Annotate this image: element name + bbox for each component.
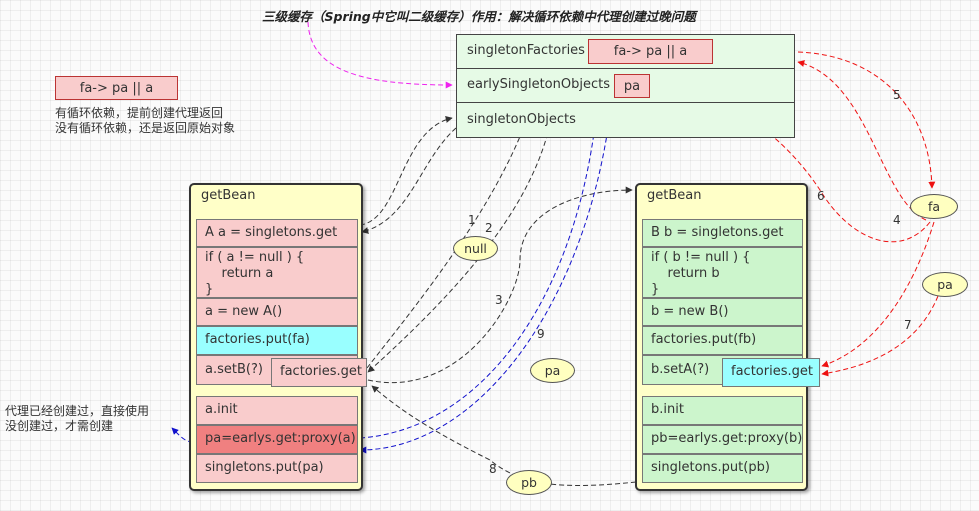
step-number-8: 8 <box>489 462 497 476</box>
ellipse-fa: fa <box>910 194 958 219</box>
bean-b-new: b = new B() <box>642 298 803 326</box>
cache-row-early-singleton-objects: earlySingletonObjects pa <box>457 69 794 103</box>
legend-line-2: 没有循环依赖，还是返回原始对象 <box>55 121 236 135</box>
ellipse-pb: pb <box>506 470 552 495</box>
legend-line-1: 有循环依赖，提前创建代理返回 <box>55 106 224 120</box>
cache-label-early-singleton-objects: earlySingletonObjects <box>467 77 610 92</box>
arrow-7 <box>821 295 939 377</box>
proxy-note-line-1: 代理已经创建过，直接使用 <box>5 404 150 418</box>
bean-b-getbean: getBean B b = singletons.get if ( b != n… <box>635 183 808 491</box>
arrow-3 <box>367 186 633 383</box>
bean-a-init: a.init <box>196 396 358 425</box>
bean-b-earlys-get-proxy: pb=earlys.get:proxy(b) <box>642 425 803 454</box>
bean-b-null-check: if ( b != null ) { return b } <box>642 247 803 298</box>
ellipse-pa-right: pa <box>922 272 968 297</box>
bean-a-singletons-put: singletons.put(pa) <box>196 454 358 483</box>
bean-b-singletons-get: B b = singletons.get <box>642 219 803 247</box>
cache-row-singleton-objects: singletonObjects <box>457 103 794 139</box>
arrow-fa-to-b-factories <box>821 221 935 368</box>
bean-a-factories-put: factories.put(fa) <box>196 326 358 355</box>
cache-label-singleton-objects: singletonObjects <box>467 112 576 127</box>
factory-tag: fa-> pa || a <box>588 39 713 64</box>
cache-label-singleton-factories: singletonFactories <box>467 43 585 58</box>
step-number-5: 5 <box>893 88 901 102</box>
page-title: 三级缓存（Spring中它叫二级缓存）作用：解决循环依赖中代理创建过晚问题 <box>262 9 696 24</box>
bean-b-title: getBean <box>647 188 702 203</box>
bean-a-new: a = new A() <box>196 298 358 326</box>
bean-b-factories-get: factories.get <box>722 358 820 387</box>
cache-table: singletonFactories fa-> pa || a earlySin… <box>456 34 795 138</box>
proxy-note-line-2: 没创建过，才需创建 <box>5 419 114 433</box>
bean-b-singletons-put: singletons.put(pb) <box>642 454 803 483</box>
ellipse-pa-middle: pa <box>530 358 575 383</box>
arrow-singletons-to-a-get <box>361 127 457 234</box>
bean-b-factories-put: factories.put(fb) <box>642 326 803 355</box>
ellipse-null: null <box>453 236 498 261</box>
bean-a-null-check: if ( a != null ) { return a } <box>196 247 358 298</box>
step-number-4: 4 <box>893 213 901 227</box>
arrow-title-to-factories <box>307 21 453 89</box>
bean-b-init: b.init <box>642 396 803 425</box>
step-number-1: 1 <box>468 213 476 227</box>
legend-tag: fa-> pa || a <box>55 76 178 100</box>
cache-row-singleton-factories: singletonFactories fa-> pa || a <box>457 35 794 69</box>
bean-a-earlys-get-proxy: pa=earlys.get:proxy(a) <box>196 425 358 454</box>
bean-a-getbean: getBean A a = singletons.get if ( a != n… <box>189 183 363 491</box>
early-tag: pa <box>614 74 650 98</box>
step-number-9: 9 <box>537 327 545 341</box>
bean-a-singletons-get: A a = singletons.get <box>196 219 358 247</box>
step-number-2: 2 <box>485 221 493 235</box>
bean-a-factories-get: factories.get <box>271 358 367 387</box>
step-number-6: 6 <box>817 189 825 203</box>
arrow-9 <box>359 97 601 439</box>
arrow-9-return <box>359 97 613 454</box>
step-number-3: 3 <box>495 293 503 307</box>
arrow-8 <box>371 385 637 486</box>
step-number-7: 7 <box>904 318 912 332</box>
arrow-a-get-to-singletons <box>359 116 453 226</box>
arrow-5 <box>797 51 936 189</box>
bean-a-title: getBean <box>201 188 256 203</box>
